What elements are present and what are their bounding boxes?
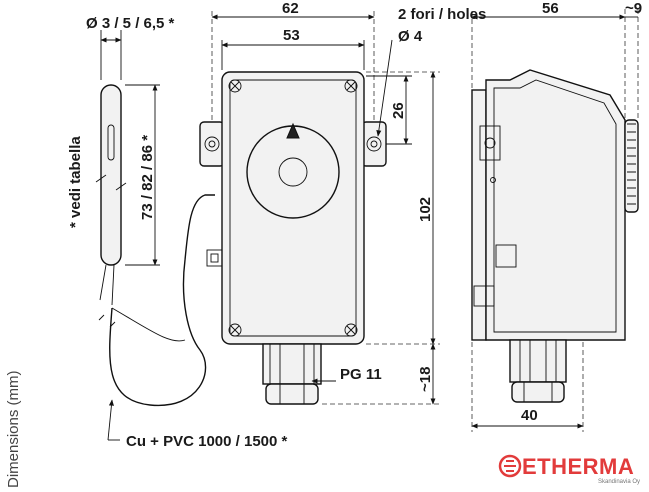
- gland-height-label: ~18: [417, 367, 434, 392]
- front-view: [199, 71, 387, 405]
- knob-depth-label: ~9: [625, 0, 642, 17]
- units-caption: Dimensions (mm): [5, 370, 22, 488]
- width-outer-label: 62: [282, 0, 299, 17]
- probe-diameter-dimension: [100, 30, 122, 80]
- side-width-label: 40: [521, 407, 538, 424]
- probe-length-label: 73 / 82 / 86 *: [139, 135, 156, 220]
- depth-label: 56: [542, 0, 559, 17]
- probe-length-dimension: [125, 84, 160, 266]
- cable-gland-front: [262, 343, 322, 405]
- holes-label: 2 fori / holes: [398, 6, 486, 23]
- capillary-tube: [109, 194, 215, 406]
- gland-label: PG 11: [340, 366, 382, 383]
- see-table-label: * vedi tabella: [67, 136, 84, 228]
- probe-diameter-label: Ø 3 / 5 / 6,5 *: [86, 15, 175, 32]
- cable-label: Cu + PVC 1000 / 1500 *: [126, 433, 288, 450]
- width-inner-dimension: [221, 40, 365, 70]
- brand-subtitle: Skandinavia Oy: [598, 479, 640, 485]
- brand-name: ETHERMA: [522, 454, 634, 479]
- side-view: [471, 69, 639, 403]
- hole-diameter-label: Ø 4: [398, 28, 423, 45]
- width-outer-dimension: [211, 10, 375, 120]
- hole-offset-label: 26: [390, 102, 407, 119]
- corner-screws: [228, 79, 358, 337]
- width-inner-label: 53: [283, 27, 300, 44]
- side-width-dimension: [471, 342, 584, 432]
- height-label: 102: [417, 197, 434, 222]
- gland-height-dimension: [322, 343, 440, 405]
- height-dimension: [366, 71, 440, 345]
- cable-leader: [107, 399, 120, 441]
- hole-leader: [376, 39, 393, 137]
- brand-logo: ETHERMA Skandinavia Oy: [498, 454, 640, 485]
- depth-dimension: [471, 8, 639, 118]
- hole-offset-dimension: [366, 75, 412, 145]
- probe-bulb: [95, 84, 127, 328]
